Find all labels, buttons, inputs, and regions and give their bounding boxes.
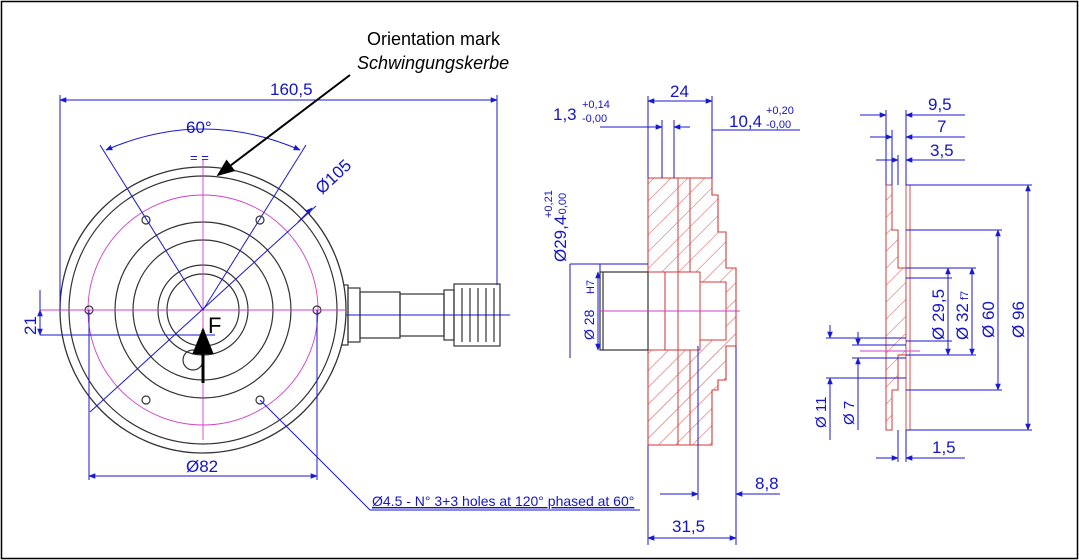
svg-text:+0,21: +0,21	[543, 190, 555, 218]
dim-tol-right: 10,4	[729, 112, 762, 131]
side-view: 9,5 7 3,5 Ø 96 Ø 60 Ø 32 f7 Ø 29,5	[813, 95, 1032, 462]
side-body	[885, 184, 907, 431]
dim-tol-left: 1,3	[553, 105, 577, 124]
force-label: F	[208, 313, 221, 338]
equal-mark: = =	[190, 150, 209, 165]
dim-side-d4: 1,5	[932, 438, 956, 457]
svg-text:-0,00: -0,00	[582, 113, 607, 125]
dim-dia-60: Ø 60	[979, 301, 998, 338]
dim-pcd-outer: Ø105	[312, 156, 355, 198]
dim-side-d3: 3,5	[930, 141, 954, 160]
dim-pcd-inner: Ø82	[186, 457, 218, 476]
dim-dia-32: Ø 32	[953, 303, 972, 340]
dim-depth-small: 8,8	[755, 474, 779, 493]
dim-overall-width: 160,5	[270, 80, 313, 99]
svg-text:H7: H7	[585, 280, 597, 294]
connector	[337, 283, 510, 347]
dim-side-d1: 9,5	[928, 95, 952, 114]
orientation-label-en: Orientation mark	[367, 29, 501, 49]
dim-total-length: 31,5	[672, 517, 705, 536]
section-view: 24 1,3 +0,14 -0,00 10,4 +0,20 -0,00 Ø29,…	[543, 82, 800, 545]
dim-bore: Ø 28	[581, 309, 597, 340]
orientation-label-de: Schwingungskerbe	[357, 53, 509, 73]
svg-text:-0,00: -0,00	[557, 193, 569, 218]
orientation-arrow	[216, 74, 351, 177]
svg-text:-0,00: -0,00	[766, 119, 791, 131]
dim-angle: 60°	[186, 118, 212, 137]
dim-offset: 21	[21, 316, 40, 335]
holes-note: Ø4.5 - N° 3+3 holes at 120° phased at 60…	[372, 493, 634, 509]
front-view: 160,5 60° = = Ø105 21 Ø82 Orientation ma…	[21, 29, 640, 511]
dim-side-d2: 7	[937, 117, 946, 136]
svg-text:+0,20: +0,20	[766, 105, 794, 117]
svg-text:f7: f7	[959, 291, 971, 300]
dim-dia-29: Ø 29,5	[929, 289, 948, 340]
dim-dia-11: Ø 11	[813, 397, 830, 428]
dim-dia-7: Ø 7	[841, 401, 858, 425]
dim-dia-96: Ø 96	[1009, 301, 1028, 338]
svg-text:+0,14: +0,14	[582, 99, 610, 111]
dim-bore-outer: Ø29,4	[551, 216, 570, 262]
dim-thickness: 24	[670, 82, 689, 101]
